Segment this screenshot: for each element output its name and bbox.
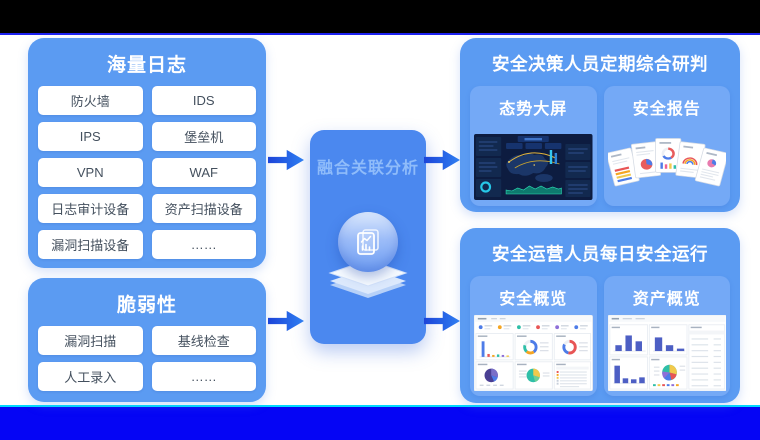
- top-letterbox-bar: [0, 0, 760, 35]
- operations-panel: 安全运营人员每日安全运行 安全概览: [460, 228, 740, 403]
- operations-panel-title: 安全运营人员每日安全运行: [492, 244, 708, 264]
- situation-screen-label: 态势大屏: [499, 101, 568, 118]
- device-chip-ids: IDS: [151, 86, 256, 115]
- report-chart-icon: [338, 212, 398, 272]
- security-report-card: 安全报告: [603, 86, 730, 206]
- source-chip-more: ……: [151, 362, 256, 391]
- asset-overview-dashboard-preview-icon: [607, 315, 726, 391]
- asset-overview-label: 资产概览: [632, 291, 701, 308]
- fusion-analysis-label: 融合关联分析: [316, 160, 419, 177]
- device-chip-asset-scan: 资产扫描设备: [151, 194, 256, 223]
- stacked-layers-icon: [325, 259, 411, 305]
- device-chip-vpn: VPN: [38, 158, 143, 187]
- source-chip-manual-entry: 人工录入: [38, 362, 143, 391]
- vulnerability-title: 脆弱性: [116, 295, 177, 316]
- massive-logs-title: 海量日志: [106, 55, 187, 76]
- device-chip-ips: IPS: [38, 122, 143, 151]
- device-chip-vuln-scan: 漏洞扫描设备: [38, 230, 143, 259]
- security-overview-label: 安全概览: [499, 291, 568, 308]
- operations-cards: 安全概览: [460, 266, 740, 396]
- massive-logs-panel: 海量日志 防火墙 IDS IPS 堡垒机 VPN WAF 日志审计设备 资产扫描…: [28, 38, 266, 268]
- vulnerability-sources-grid: 漏洞扫描 基线检查 人工录入 ……: [28, 317, 266, 391]
- log-sources-grid: 防火墙 IDS IPS 堡垒机 VPN WAF 日志审计设备 资产扫描设备 漏洞…: [28, 77, 266, 259]
- decision-panel-title: 安全决策人员定期综合研判: [492, 54, 708, 74]
- device-chip-more: ……: [151, 230, 256, 259]
- dark-situation-dashboard-preview-icon: [474, 134, 593, 200]
- bottom-letterbox-bar: [0, 405, 760, 440]
- source-chip-baseline-check: 基线检查: [151, 326, 256, 355]
- source-chip-vuln-scan: 漏洞扫描: [38, 326, 143, 355]
- asset-overview-card: 资产概览: [603, 276, 730, 396]
- arrow-analysis-to-decision-icon: [424, 149, 460, 171]
- analysis-icon-wrap: [325, 212, 411, 305]
- device-chip-waf: WAF: [151, 158, 256, 187]
- security-overview-dashboard-preview-icon: [474, 315, 593, 391]
- situation-screen-card: 态势大屏: [470, 86, 597, 206]
- fusion-analysis-box: 融合关联分析: [310, 130, 426, 344]
- security-report-label: 安全报告: [632, 101, 701, 118]
- arrow-vuln-to-analysis-icon: [268, 310, 304, 332]
- arrow-logs-to-analysis-icon: [268, 149, 304, 171]
- device-chip-firewall: 防火墙: [38, 86, 143, 115]
- fanned-report-pages-preview-icon: [607, 134, 726, 200]
- decision-cards: 态势大屏: [460, 76, 740, 206]
- device-chip-bastion-host: 堡垒机: [151, 122, 256, 151]
- vulnerability-panel: 脆弱性 漏洞扫描 基线检查 人工录入 ……: [28, 278, 266, 402]
- device-chip-log-audit: 日志审计设备: [38, 194, 143, 223]
- decision-panel: 安全决策人员定期综合研判 态势大屏: [460, 38, 740, 212]
- security-overview-card: 安全概览: [470, 276, 597, 396]
- arrow-analysis-to-operations-icon: [424, 310, 460, 332]
